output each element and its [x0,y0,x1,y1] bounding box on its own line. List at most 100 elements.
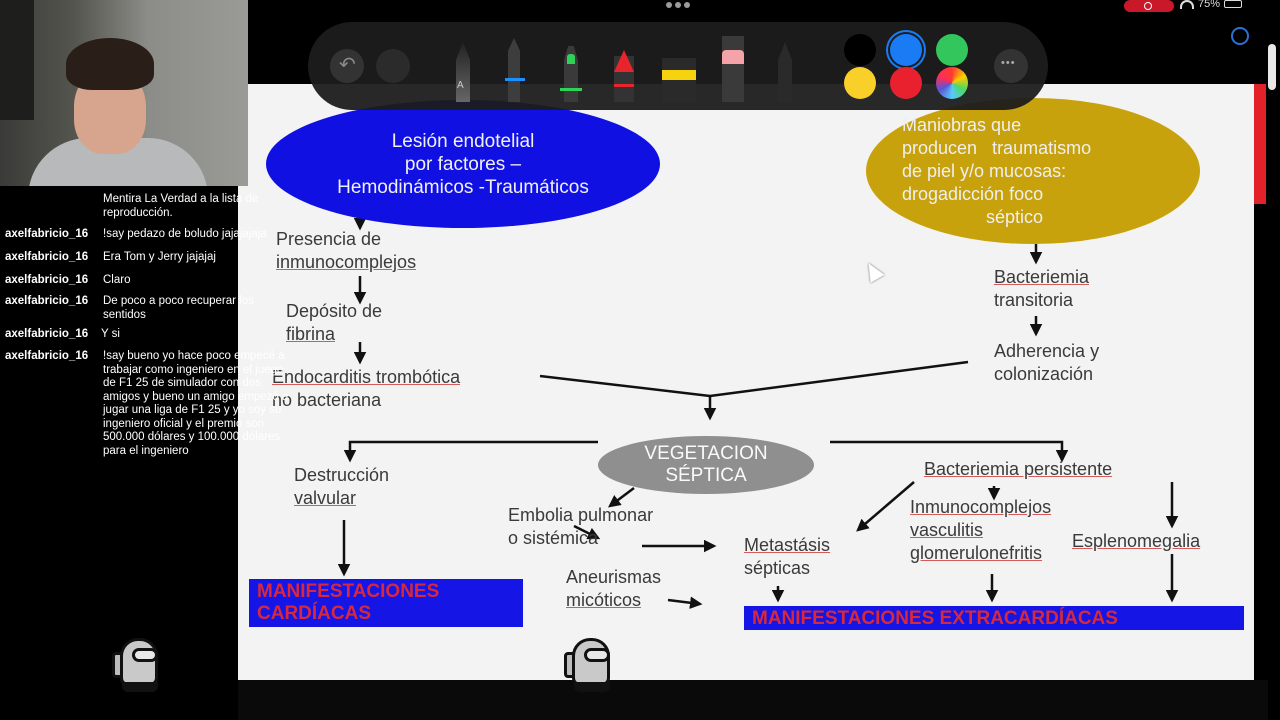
battery-percent: 75% [1198,0,1221,10]
webcam-door [0,0,34,120]
pencil-tool-icon[interactable] [508,38,520,102]
text-line: producen traumatismo [902,137,1092,158]
node-vegetacion-septica: VEGETACION SÉPTICA [598,436,814,494]
chat-text: !say bueno yo hace poco empecé a trabaja… [103,350,289,457]
side-scroll-handle[interactable] [1268,44,1276,90]
highlighter-color-indicator [662,70,696,80]
text-line: Aneurismas [566,567,662,587]
highlighter-tool-icon[interactable] [662,58,696,102]
mascot-body [120,638,158,686]
arrow-to-embolia [608,487,635,508]
mascot-visor [132,648,158,662]
multitask-handle[interactable] [666,2,692,8]
chat-text: Claro [103,274,131,286]
more-options-button[interactable] [994,49,1028,83]
node-inmunocomplejos-vasculitis: Inmunocomplejos vasculitis glomerulonefr… [910,496,1051,565]
text-line: Destrucción [294,465,390,485]
banner-manifestaciones-extracardiacas: MANIFESTACIONES EXTRACARDÍACAS [744,606,1244,630]
arrow-to-bacteriemia [830,440,1069,463]
color-swatch-green[interactable] [936,34,968,66]
chat-text: Mentira La Verdad a la lista de reproduc… [103,193,259,219]
text-line: Hemodinámicos -Traumáticos [337,176,589,198]
marker-tip [567,54,575,64]
webcam-overlay [0,0,248,186]
color-picker-icon[interactable] [936,67,968,99]
chat-text: De poco a poco recuperar los sentidos [103,295,254,321]
text-line: Metastásis [744,535,831,555]
mascot-legs [122,682,158,692]
chat-username: axelfabricio_16 [5,328,89,340]
text-line: micóticos [566,590,642,610]
color-swatch-black[interactable] [844,34,876,66]
node-maniobras: Maniobras que producen traumatismo de pi… [866,98,1200,244]
text-line: VEGETACION [644,443,768,464]
crayon-color-indicator [614,84,634,87]
eraser-tip [722,50,744,64]
node-embolia: Embolia pulmonar o sistémica [508,504,653,550]
chat-username: axelfabricio_16 [5,228,89,240]
node-destruccion-valvular: Destrucción valvular [294,464,389,510]
chat-username: axelfabricio_16 [5,350,89,362]
text-line: valvular [294,488,357,508]
text-line: Embolia pulmonar [508,505,654,525]
pencil-color-indicator [505,78,525,81]
pen-tool-icon[interactable] [456,42,470,102]
text-line: colonización [994,364,1094,384]
line-right-merge [709,360,969,398]
marker-color-indicator [560,88,582,91]
node-metastasis: Metastásis sépticas [744,534,830,580]
markup-toolbar: A [308,22,1048,110]
streamer-hair [66,38,154,90]
text-line: glomerulonefritis [910,543,1043,563]
text-line: o sistémica [508,528,599,548]
status-bar: 75% [0,0,1280,14]
mascot-legs [574,682,610,692]
text-line: vasculitis [910,520,984,540]
arrow-to-metastasis [856,481,915,532]
color-swatch-yellow[interactable] [844,67,876,99]
chat-username: axelfabricio_16 [5,295,89,307]
astronaut-mascot-icon [564,634,614,694]
text-line: de piel y/o mucosas: [902,160,1067,181]
chat-username: axelfabricio_16 [5,251,89,263]
status-icons: 75% [1180,0,1243,10]
text-line: Inmunocomplejos [910,497,1052,517]
arrow-to-aneurismas [573,524,601,540]
slide-accent-bar [1254,84,1266,204]
slide-bottom-bar [238,680,1268,720]
color-swatch-red[interactable] [890,67,922,99]
text-line: séptico [986,206,1044,227]
node-lesion-endotelial: Lesión endotelial por factores – Hemodin… [266,100,660,228]
line-left-merge [539,374,711,398]
pen-tool-label: A [457,80,464,91]
slide-canvas[interactable]: Lesión endotelial por factores – Hemodin… [238,84,1254,680]
text-line: inmunocomplejos [276,252,417,272]
text-line: CARDÍACAS [257,603,371,624]
screen-recording-indicator[interactable] [1124,0,1174,12]
text-line: Presencia de [276,229,382,249]
text-line: fibrina [286,324,336,344]
lasso-tool-icon[interactable] [778,42,792,102]
undo-button[interactable] [330,49,364,83]
text-line: no bacteriana [272,390,382,410]
text-line: sépticas [744,558,811,578]
text-line: Depósito de [286,301,383,321]
chat-text: !say pedazo de boludo jajajajaja [103,228,267,240]
arrow-to-destruccion [343,440,598,463]
node-endocarditis: Endocarditis trombótica no bacteriana [272,366,460,412]
redo-button[interactable] [376,49,410,83]
battery-icon [1224,0,1243,8]
mascot-visor [584,648,610,662]
rotate-lock-icon[interactable] [1231,27,1249,45]
color-swatch-blue[interactable] [890,34,922,66]
text-line: transitoria [994,290,1074,310]
node-esplenomegalia: Esplenomegalia [1072,531,1201,551]
text-line: Lesión endotelial [391,130,535,152]
eraser-tool-icon[interactable] [722,36,744,102]
node-inmunocomplejos: Presencia de inmunocomplejos [276,228,416,274]
mascot-body [572,638,610,686]
diagram-arrows [337,200,1179,609]
text-line: Bacteriemia [994,267,1090,287]
astronaut-mascot-icon [112,634,162,694]
node-bacteriemia-persistente: Bacteriemia persistente [924,459,1113,479]
